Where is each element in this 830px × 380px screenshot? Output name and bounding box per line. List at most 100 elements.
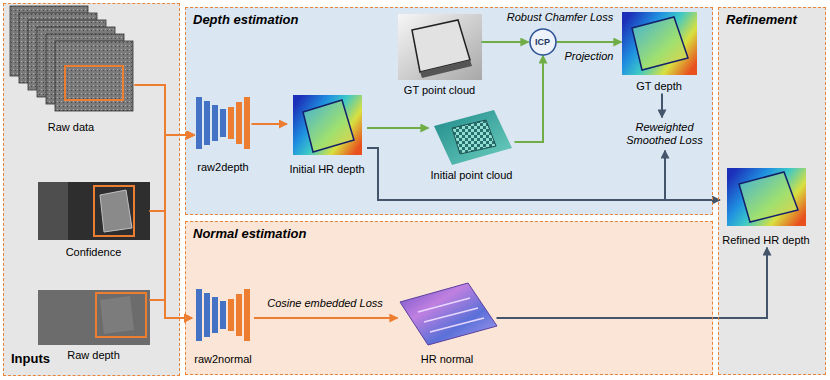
decoder-bar (244, 97, 250, 149)
crop-box (94, 186, 134, 236)
edge-label-holder: Projection (565, 50, 614, 63)
raw-frame (55, 41, 133, 111)
icp-circle: ICP (529, 28, 557, 56)
node-label: Initial point cloud (431, 169, 513, 182)
connector-arrow (515, 56, 544, 143)
image-node: Raw depth (38, 290, 150, 363)
panel-fill (185, 7, 713, 215)
encoder-bar (196, 97, 202, 149)
normal-plane (400, 283, 497, 345)
node-label: ICP (535, 37, 550, 47)
panel-fill (3, 3, 180, 376)
refined-depth-image (727, 168, 806, 226)
board-edge (420, 60, 472, 78)
loss-node: Reweighted Smoothed Loss (619, 118, 711, 151)
loss-label: Robust Chamfer Loss (507, 11, 613, 24)
connector-arrow (367, 127, 429, 129)
gt-point-cloud-image (398, 14, 482, 80)
encoder-bar (204, 101, 210, 145)
raw-data-stack (10, 6, 133, 111)
normal-stripe (424, 308, 478, 322)
initial-depth-image (293, 95, 362, 155)
crop-box (65, 66, 123, 100)
decoder-bar (228, 299, 234, 331)
image-node: HR normal (398, 282, 497, 367)
edge-label: Cosine embedded Loss (267, 297, 383, 310)
connector-arrow (482, 41, 529, 43)
board-shape (100, 190, 132, 232)
connector-arrow (150, 135, 195, 211)
encoder-bar (220, 109, 226, 137)
depth-ground (727, 168, 806, 226)
cloud-ground (398, 14, 482, 80)
connector-arrow (254, 317, 398, 319)
node-label: Confidence (66, 246, 122, 259)
inputs-panel: Raw dataConfidenceRaw depthInputs (3, 3, 180, 376)
board-plane (303, 100, 354, 152)
panel-title: Refinement (726, 12, 818, 28)
image-node: Initial point cloud (429, 108, 515, 183)
node-label: raw2normal (194, 353, 251, 366)
panel-fill (185, 221, 713, 375)
node-label: HR normal (421, 353, 474, 366)
normal-stripe (418, 298, 470, 312)
encoder-bar (196, 289, 202, 341)
connector-arrow (252, 123, 288, 125)
node-label: Raw data (48, 121, 94, 134)
network-node: raw2normal (192, 289, 254, 367)
icp-circle-shape (530, 29, 556, 55)
raw-depth-map (38, 290, 150, 345)
connector-arrow (661, 94, 663, 118)
node-label: Refined HR depth (722, 234, 809, 247)
image-node: Initial HR depth (287, 95, 367, 177)
image-node: GT point cloud (398, 14, 482, 98)
decoder-bar (228, 107, 234, 139)
confidence-map (38, 182, 150, 240)
image-ground (38, 182, 150, 240)
connector-arrow (367, 148, 720, 200)
label-holder: Robust Chamfer Loss (507, 11, 613, 24)
image-shade (38, 182, 68, 240)
decoder-bar (244, 289, 250, 341)
network-icon (196, 97, 250, 149)
decoder-bar (236, 102, 242, 144)
image-node: Confidence (38, 182, 150, 260)
edge-label: Projection (565, 50, 614, 63)
normal-panel: raw2normal HR normal Normal estimation (185, 221, 713, 375)
board-shape (100, 296, 134, 334)
node-label: Initial HR depth (289, 163, 364, 176)
node-label: raw2depth (197, 161, 248, 174)
encoder-bar (204, 293, 210, 337)
depth-panel: raw2depthInitial HR depthGT point cloudI… (185, 7, 713, 215)
gt-depth-image (622, 12, 697, 75)
network-icon (196, 289, 250, 341)
node-label: GT point cloud (404, 84, 475, 97)
encoder-bar (220, 301, 226, 329)
initial-point-cloud-image (434, 110, 512, 165)
checker-board (452, 120, 496, 154)
panel-title: Inputs (11, 351, 179, 367)
image-node: GT depth (622, 12, 697, 94)
panel-title: Normal estimation (193, 226, 705, 242)
image-ground (38, 290, 150, 345)
depth-ground (293, 95, 362, 155)
encoder-bar (212, 297, 218, 333)
crop-box (96, 293, 146, 337)
board-plane (632, 17, 688, 70)
connector-arrow (135, 85, 193, 318)
refinement-panel: Refined HR depth Refinement (718, 7, 826, 375)
connector-arrow (367, 148, 665, 200)
edge-label-holder: Cosine embedded Loss (267, 297, 383, 310)
panel-fill (718, 7, 826, 375)
node-label: GT depth (636, 80, 682, 93)
node-label: Raw depth (67, 349, 120, 362)
node-label: Reweighted Smoothed Loss (621, 121, 709, 147)
board-plane (739, 172, 798, 222)
panel-title: Depth estimation (193, 12, 705, 28)
image-node: Refined HR depth (720, 168, 812, 248)
hr-normal-image (400, 283, 497, 345)
connector-arrow (150, 135, 195, 300)
